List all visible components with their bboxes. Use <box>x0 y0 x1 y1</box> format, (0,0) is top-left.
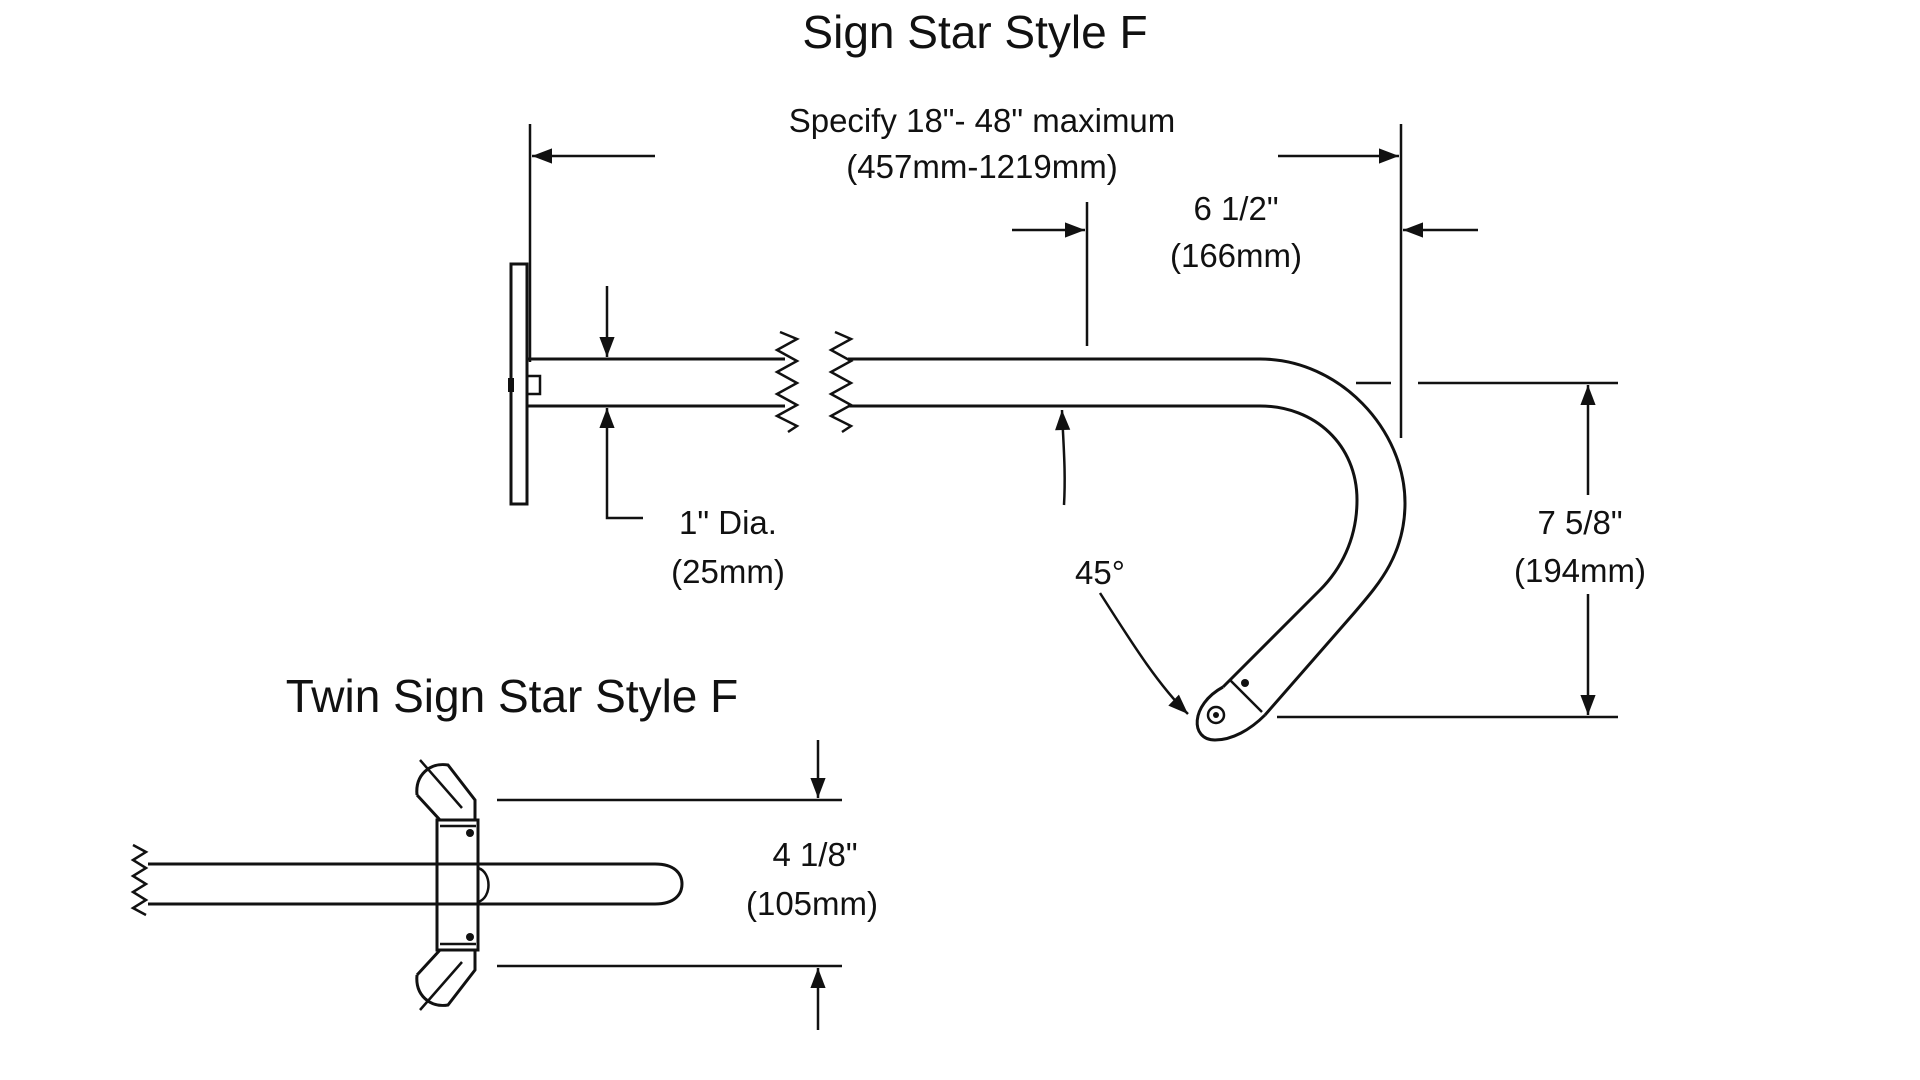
twin-title: Twin Sign Star Style F <box>286 670 739 722</box>
offset-label-line2: (166mm) <box>1170 237 1302 274</box>
twin-bracket <box>415 759 490 1011</box>
twin-spacing-label-line2: (105mm) <box>746 885 878 922</box>
offset-label-line1: 6 1/2" <box>1193 190 1278 227</box>
break-mark-right <box>828 330 854 434</box>
length-dimension: Specify 18"- 48" maximum (457mm-1219mm) <box>528 102 1403 438</box>
twin-spacing-label-line1: 4 1/8" <box>772 836 857 873</box>
diameter-label-line2: (25mm) <box>671 553 785 590</box>
offset-dimension: 6 1/2" (166mm) <box>1012 190 1478 346</box>
diameter-dimension: 1" Dia. (25mm) <box>599 286 785 590</box>
drop-label-line2: (194mm) <box>1514 552 1646 589</box>
arm-tube-hook <box>848 357 1407 742</box>
angle-label: 45° <box>1075 554 1125 591</box>
page-title: Sign Star Style F <box>802 6 1147 58</box>
arm-tube-left <box>527 357 785 408</box>
break-mark-left <box>774 330 800 434</box>
length-label-line1: Specify 18"- 48" maximum <box>789 102 1176 139</box>
angle-dimension: 45° <box>1055 409 1189 715</box>
length-label-line2: (457mm-1219mm) <box>846 148 1117 185</box>
twin-spacing-dimension: 4 1/8" (105mm) <box>497 740 878 1030</box>
mounting-plate <box>508 262 542 506</box>
diameter-label-line1: 1" Dia. <box>679 504 777 541</box>
drop-dimension: 7 5/8" (194mm) <box>1277 381 1646 719</box>
twin-arm-tube <box>130 843 684 917</box>
drop-label-line1: 7 5/8" <box>1537 504 1622 541</box>
